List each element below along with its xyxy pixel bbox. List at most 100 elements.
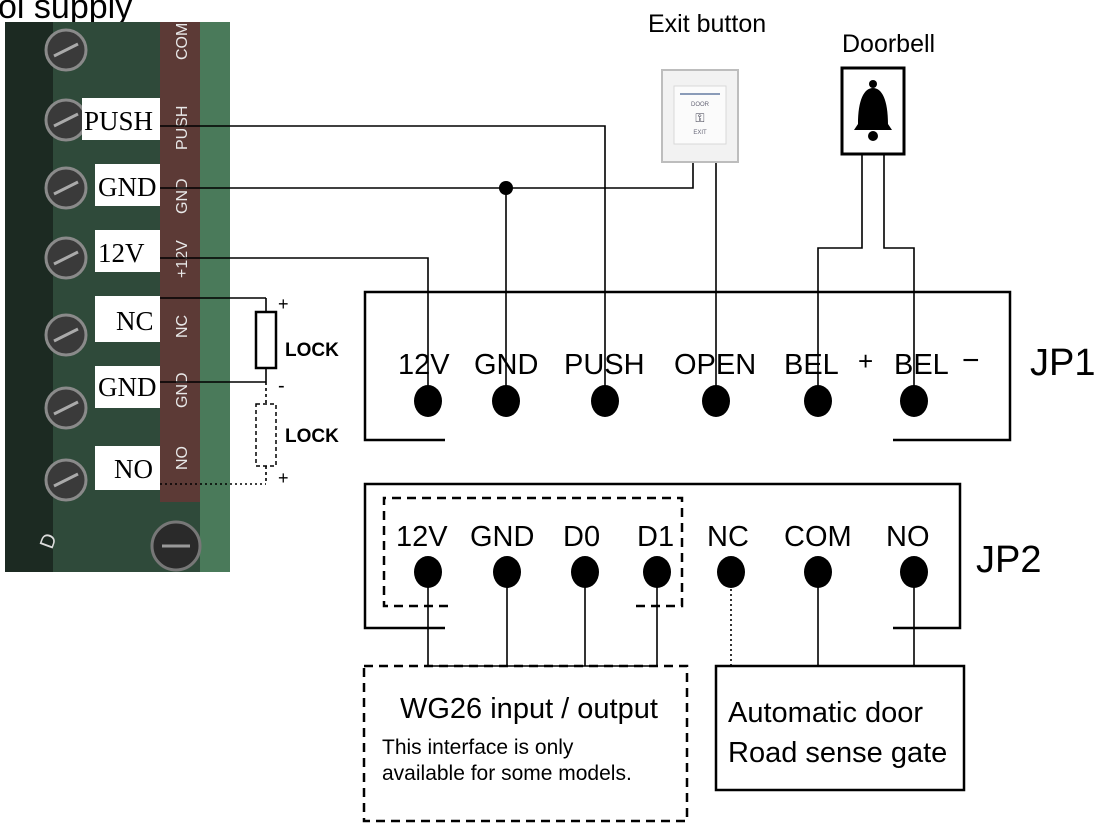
terminal-screw-slot-1 (53, 42, 79, 58)
jp2-name: JP2 (976, 539, 1041, 581)
jp2-pin-dot-1 (414, 556, 442, 588)
wire-bell-left (817, 154, 863, 395)
jp1-pin-push: PUSH (564, 349, 645, 381)
silk-no: NO (174, 446, 191, 470)
jp2-pin-dot-2 (493, 556, 521, 588)
gnd-junction-dot (499, 181, 513, 195)
wire-bell-right (883, 154, 915, 395)
lock-minus: - (278, 375, 285, 397)
tag-gnd (95, 164, 160, 206)
silk-12v: +12V (174, 240, 191, 278)
jp2-pin-dot-7 (900, 556, 928, 588)
terminal-12v-label: 12V (98, 238, 145, 268)
terminal-screw-slot-4 (53, 250, 79, 266)
jp2-pin-dot-3 (571, 556, 599, 588)
doorbell-label: Doorbell (842, 30, 935, 58)
lock-plus-top: + (278, 294, 289, 314)
wire-12v (160, 257, 429, 395)
terminal-screw-slot-2 (53, 112, 79, 128)
board-silk-strip (160, 22, 200, 502)
jp1-plus: + (858, 346, 873, 376)
jp2-pin-com: COM (784, 521, 852, 553)
exit-button-face-bottom: EXIT (693, 130, 707, 136)
wire-push (160, 125, 606, 395)
board-left-edge (5, 22, 53, 572)
tag-push (82, 98, 160, 140)
tag-no (95, 446, 160, 490)
jp2-outline (363, 482, 962, 630)
lock-dashed-label: LOCK (285, 426, 339, 447)
jp1-pin-dot-5 (804, 385, 832, 417)
jp1-pin-bel2: BEL (894, 349, 949, 381)
tag-12v (95, 230, 160, 272)
jp1-outline (363, 290, 1012, 442)
jp1-pin-open: OPEN (674, 349, 756, 381)
terminal-gnd2-label: GND (98, 372, 157, 402)
silk-com: COM (174, 23, 191, 60)
jp1-block: JP1 12V GND PUSH OPEN BEL + BEL − (363, 290, 1095, 442)
jp1-name: JP1 (1030, 342, 1095, 384)
lock-solid-label: LOCK (285, 340, 339, 361)
jp2-block: JP2 12V GND D0 D1 NC COM NO (363, 482, 1041, 630)
terminal-labels: PUSH GND 12V NC GND NO (82, 98, 160, 490)
wg26-note-2: available for some models. (382, 762, 632, 785)
doorbell: Doorbell (840, 30, 935, 156)
jp2-pin-gnd: GND (470, 521, 534, 553)
automatic-door-outline (714, 664, 966, 792)
wire-gnd (160, 162, 694, 189)
silk-gnd2: GND (174, 372, 191, 408)
terminal-screw-slot-6 (53, 400, 79, 416)
jp1-pin-dot-6 (900, 385, 928, 417)
terminal-nc-label: NC (116, 306, 154, 336)
jp1-minus: − (962, 344, 980, 377)
terminal-screw-slot-5 (53, 327, 79, 343)
jp2-pin-dot-5 (717, 556, 745, 588)
jp2-pin-dot-6 (804, 556, 832, 588)
automatic-door-line1: Automatic door (728, 697, 923, 729)
exit-button-face (673, 85, 727, 145)
board-right-edge (200, 22, 230, 572)
silk-nc: NC (174, 315, 191, 338)
board-marking: D (36, 531, 62, 552)
terminal-no-label: NO (114, 454, 153, 484)
tag-nc (95, 296, 160, 342)
automatic-door-line2: Road sense gate (728, 737, 947, 769)
exit-button-face-top: DOOR (691, 102, 710, 108)
jp1-pin-dot-3 (591, 385, 619, 417)
wires (160, 125, 915, 485)
header-text: ol supply (0, 0, 132, 26)
exit-button-label: Exit button (648, 10, 766, 38)
jp1-pin-12v: 12V (398, 349, 450, 381)
jp1-pin-dot-4 (702, 385, 730, 417)
jp1-pin-dot-2 (492, 385, 520, 417)
key-icon: ⚿ (695, 111, 704, 125)
terminal-gnd-label: GND (98, 172, 157, 202)
jp1-pin-dot-1 (414, 385, 442, 417)
tag-gnd2 (95, 366, 160, 408)
automatic-door-box: Automatic door Road sense gate (714, 664, 966, 792)
wg26-box: WG26 input / output This interface is on… (362, 664, 689, 823)
jp1-pin-gnd: GND (474, 349, 538, 381)
jp2-pin-12v: 12V (396, 521, 448, 553)
jp1-pin-bel1: BEL (784, 349, 839, 381)
wg26-outline (362, 664, 689, 823)
exit-button: Exit button DOOR ⚿ EXIT (648, 10, 766, 163)
terminal-screw-slot-7 (53, 472, 79, 488)
silk-gnd: GND (174, 178, 191, 214)
jp2-wires (427, 574, 915, 667)
lock-plus-bottom: + (278, 468, 289, 488)
jp2-pin-d1: D1 (637, 521, 674, 553)
lock-solid-resistor (254, 310, 278, 370)
jp2-pin-nc: NC (707, 521, 749, 553)
terminal-push-label: PUSH (84, 106, 153, 136)
silk-push: PUSH (174, 106, 191, 150)
wg26-note-1: This interface is only (382, 736, 574, 759)
jp2-pin-no: NO (886, 521, 930, 553)
wg26-title: WG26 input / output (400, 693, 658, 725)
bell-icon (854, 80, 892, 141)
jp2-pin-dot-4 (643, 556, 671, 588)
lock-dashed-resistor (255, 403, 277, 467)
jp2-wg26-group (382, 496, 684, 608)
terminal-screw-slot-3 (53, 180, 79, 196)
